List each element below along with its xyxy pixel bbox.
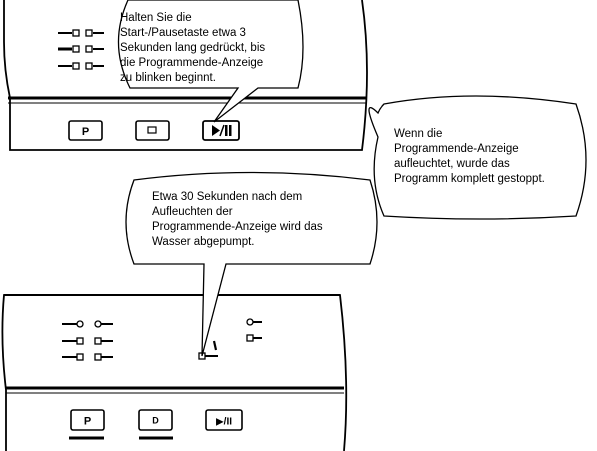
top-program-button[interactable]: P: [68, 120, 103, 141]
bottom-control-panel: P D ▶/II: [1, 294, 348, 451]
indicator-row: [58, 29, 104, 37]
indicator-row: [58, 62, 104, 70]
top-indicator-rows: [58, 29, 104, 70]
bottom-start-pause-button[interactable]: ▶/II: [205, 409, 243, 431]
bottom-program-button[interactable]: P: [70, 409, 105, 431]
callout-right-bubble: [368, 95, 587, 220]
top-start-pause-button[interactable]: [202, 120, 240, 141]
indicator-row: [58, 45, 104, 53]
callout-top-text: Halten Sie die Start-/Pausetaste etwa 3 …: [120, 12, 268, 84]
callout-middle-text: Etwa 30 Sekunden nach dem Aufleuchten de…: [152, 191, 326, 248]
indicator-row: [62, 320, 113, 328]
bottom-indicator-rows: [62, 318, 262, 361]
indicator-row: [62, 353, 113, 361]
callout-top-bubble: [117, 0, 304, 123]
program-button-label: P: [82, 126, 89, 138]
top-panel-outline: [3, 0, 368, 151]
right-indicator-row: [246, 334, 262, 342]
callout-middle: Etwa 30 Sekunden nach dem Aufleuchten de…: [125, 171, 378, 357]
top-control-panel: P: [3, 0, 368, 151]
bottom-option-button[interactable]: D: [138, 409, 173, 431]
top-option-button[interactable]: [135, 120, 170, 141]
callout-middle-bubble: [125, 171, 378, 357]
program-button-label: P: [84, 416, 91, 428]
bottom-panel-outline: [1, 294, 348, 451]
callout-right-text: Wenn die Programmende-Anzeige aufleuchte…: [394, 128, 545, 185]
right-indicator-row: [246, 318, 262, 326]
indicator-row: [62, 337, 113, 345]
callout-top: Halten Sie die Start-/Pausetaste etwa 3 …: [117, 0, 304, 123]
play-pause-icon: [212, 124, 232, 137]
option-button-glyph: [147, 126, 157, 134]
start-pause-button-label: ▶/II: [216, 417, 232, 428]
callout-right: Wenn die Programmende-Anzeige aufleuchte…: [368, 95, 587, 220]
option-button-label: D: [152, 416, 159, 426]
